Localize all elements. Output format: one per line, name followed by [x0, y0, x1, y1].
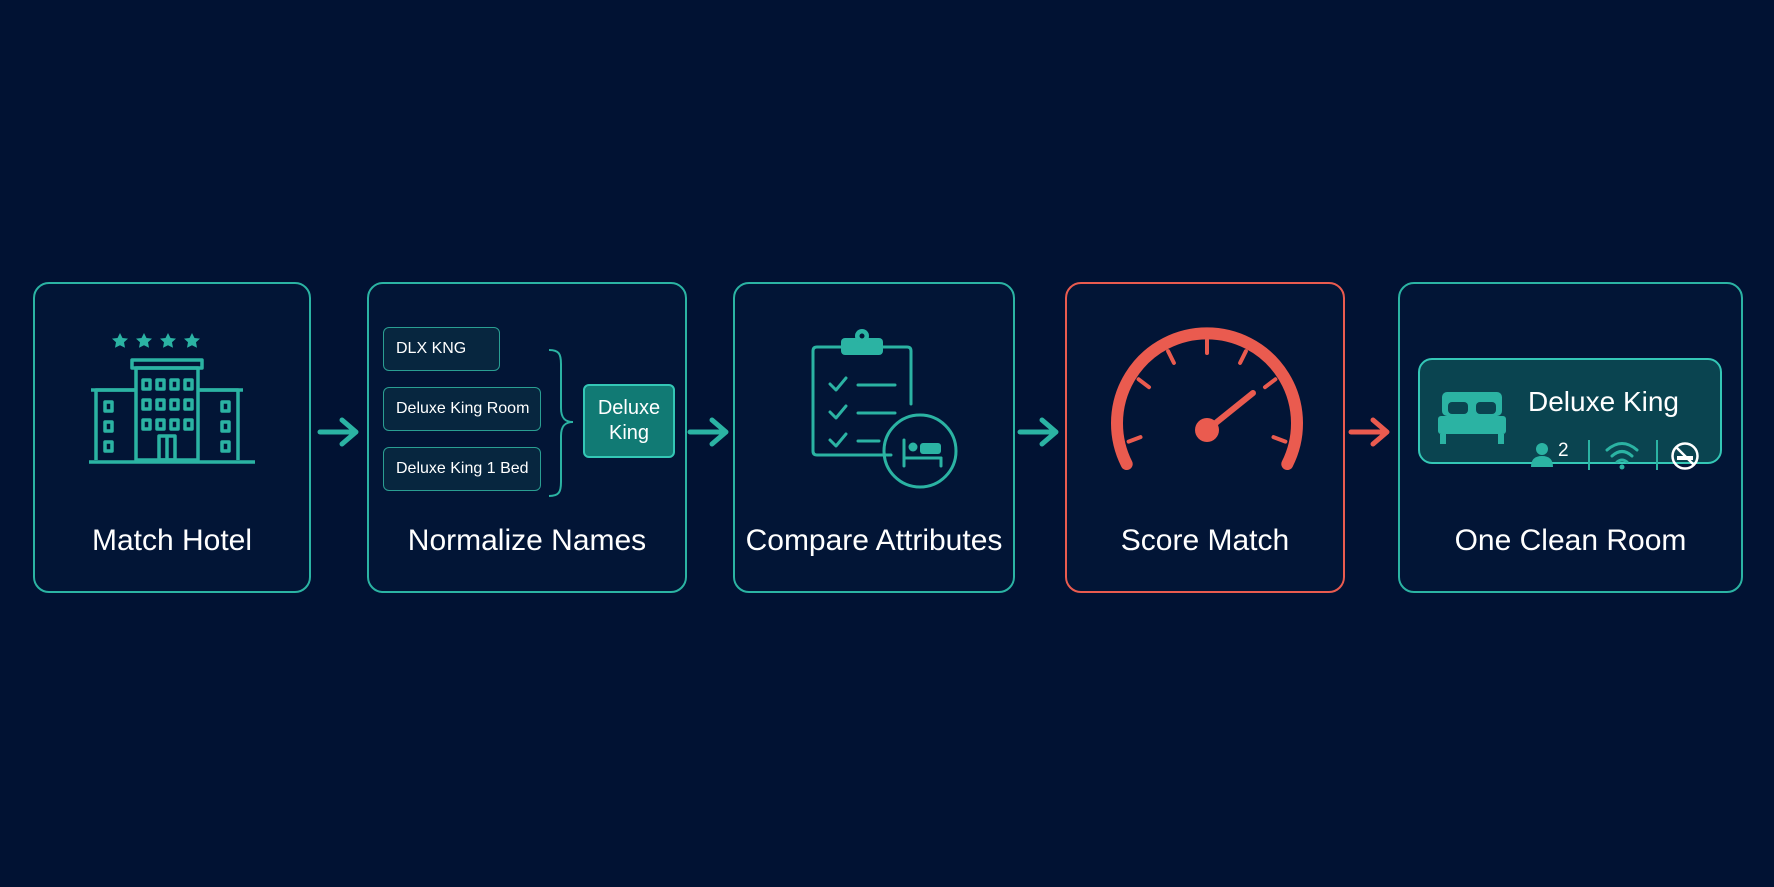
- merge-brace-icon: [548, 349, 574, 497]
- person-icon: [1531, 443, 1553, 467]
- raw-name-pill: Deluxe King 1 Bed: [383, 447, 541, 491]
- step-title-match-hotel: Match Hotel: [91, 524, 253, 557]
- guest-count: 2: [1558, 440, 1569, 461]
- arrow-right-icon: [1017, 417, 1059, 447]
- normalized-name-line: King: [608, 422, 650, 444]
- step-card-score-match: Score Match: [1065, 282, 1345, 593]
- step-card-normalize-names: DLX KNG Deluxe King Room Deluxe King 1 B…: [367, 282, 687, 593]
- step-card-match-hotel: Match Hotel: [33, 282, 311, 593]
- room-summary-card: Deluxe King 2: [1418, 358, 1722, 470]
- hotel-building-icon: [89, 333, 255, 464]
- raw-name-pill: DLX KNG: [383, 327, 500, 371]
- gauge-icon: [1111, 327, 1303, 470]
- step-title-one-clean-room: One Clean Room: [1454, 524, 1687, 557]
- arrow-right-icon: [317, 417, 359, 447]
- step-title-normalize-names: Normalize Names: [407, 524, 647, 557]
- amenity-divider: [1588, 440, 1590, 470]
- bed-icon: [1438, 392, 1506, 444]
- arrow-right-icon: [687, 417, 729, 447]
- step-card-compare-attributes: Compare Attributes: [733, 282, 1015, 593]
- step-title-compare-attributes: Compare Attributes: [745, 524, 1003, 557]
- normalized-name-line: Deluxe: [597, 397, 661, 419]
- arrow-right-icon: [1348, 417, 1390, 447]
- no-smoking-icon: [1671, 442, 1699, 470]
- room-name: Deluxe King: [1528, 386, 1679, 417]
- step-card-one-clean-room: Deluxe King 2 One Clean Room: [1398, 282, 1743, 593]
- clipboard-checklist-icon: [811, 329, 958, 489]
- amenity-divider: [1656, 440, 1658, 470]
- raw-name-pill: Deluxe King Room: [383, 387, 541, 431]
- normalized-name-box: Deluxe King: [583, 384, 675, 458]
- wifi-icon: [1605, 442, 1639, 470]
- step-title-score-match: Score Match: [1120, 524, 1290, 557]
